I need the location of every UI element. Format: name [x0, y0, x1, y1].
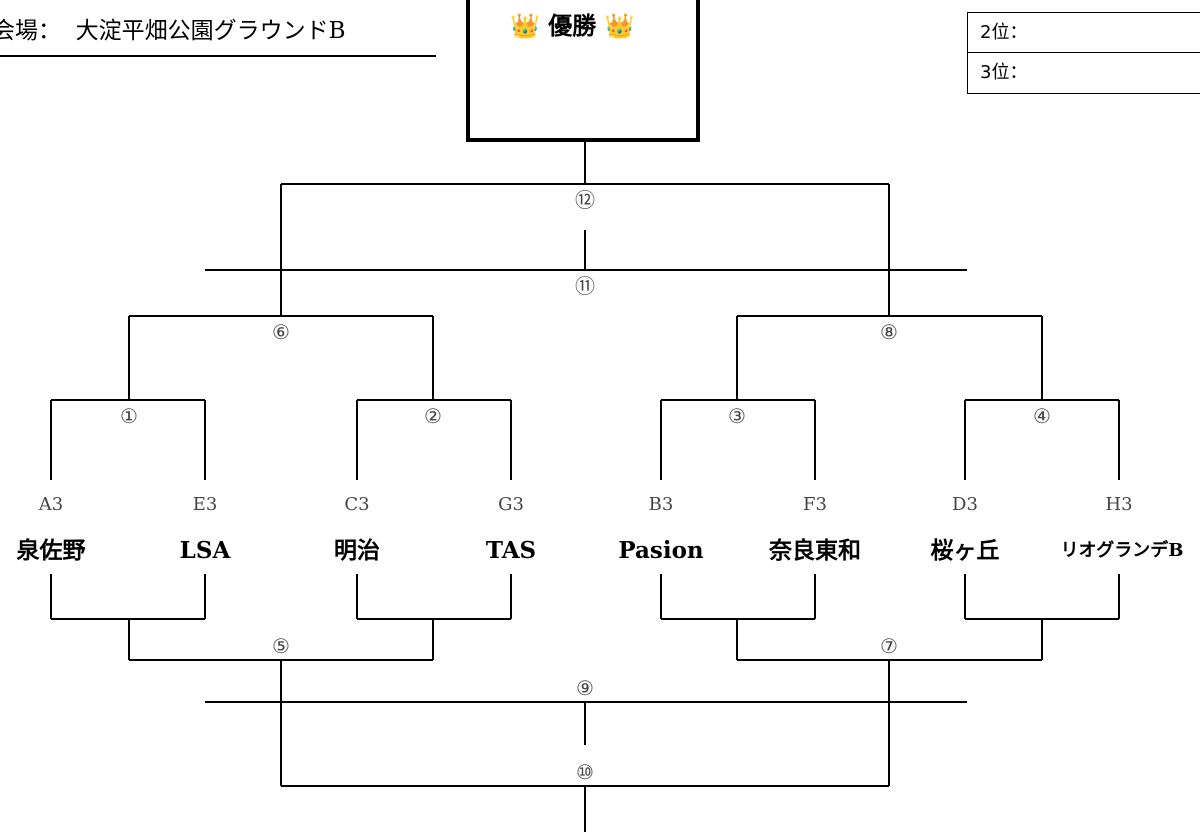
- team-seed: B3: [648, 494, 674, 515]
- match-number: ③: [728, 404, 746, 428]
- team-seed: A3: [38, 494, 64, 515]
- team-seed: C3: [344, 494, 370, 515]
- team-name: Pasion: [618, 537, 704, 564]
- rank-3-row: 3位：: [980, 62, 1028, 83]
- team-seed: G3: [498, 494, 524, 515]
- match-number: ⑨: [576, 676, 594, 700]
- match-number: ⑩: [576, 760, 594, 784]
- venue-name: 大淀平畑公園グラウンドB: [75, 18, 346, 44]
- team-name: 明治: [334, 537, 380, 564]
- team-name: 泉佐野: [16, 537, 86, 564]
- venue-label: 会場： 大淀平畑公園グラウンドB: [0, 18, 346, 44]
- rank-2-row: 2位：: [968, 13, 1200, 53]
- team-seed: D3: [952, 494, 978, 515]
- match-number: ④: [1033, 404, 1051, 428]
- champion-box: [466, 0, 700, 142]
- match-number: ⑪: [575, 274, 595, 298]
- match-number: ①: [120, 404, 138, 428]
- team-seed: E3: [192, 494, 218, 515]
- match-number: ②: [424, 404, 442, 428]
- match-number: ⑥: [272, 320, 290, 344]
- match-number: ⑧: [880, 320, 898, 344]
- match-number: ⑤: [272, 634, 290, 658]
- team-name: 桜ヶ丘: [930, 537, 1000, 564]
- team-seed: H3: [1105, 494, 1133, 515]
- team-seed: F3: [803, 494, 827, 515]
- champion-title: 👑 優勝 👑: [510, 11, 635, 40]
- venue-underline: [0, 55, 436, 57]
- team-name: TAS: [485, 537, 537, 564]
- team-name: LSA: [179, 537, 231, 564]
- rank-box: 2位： 3位：: [967, 12, 1200, 94]
- match-number: ⑫: [575, 188, 595, 212]
- match-number: ⑦: [880, 634, 898, 658]
- team-name: 奈良東和: [769, 537, 861, 564]
- team-name: リオグランデB: [1060, 540, 1184, 561]
